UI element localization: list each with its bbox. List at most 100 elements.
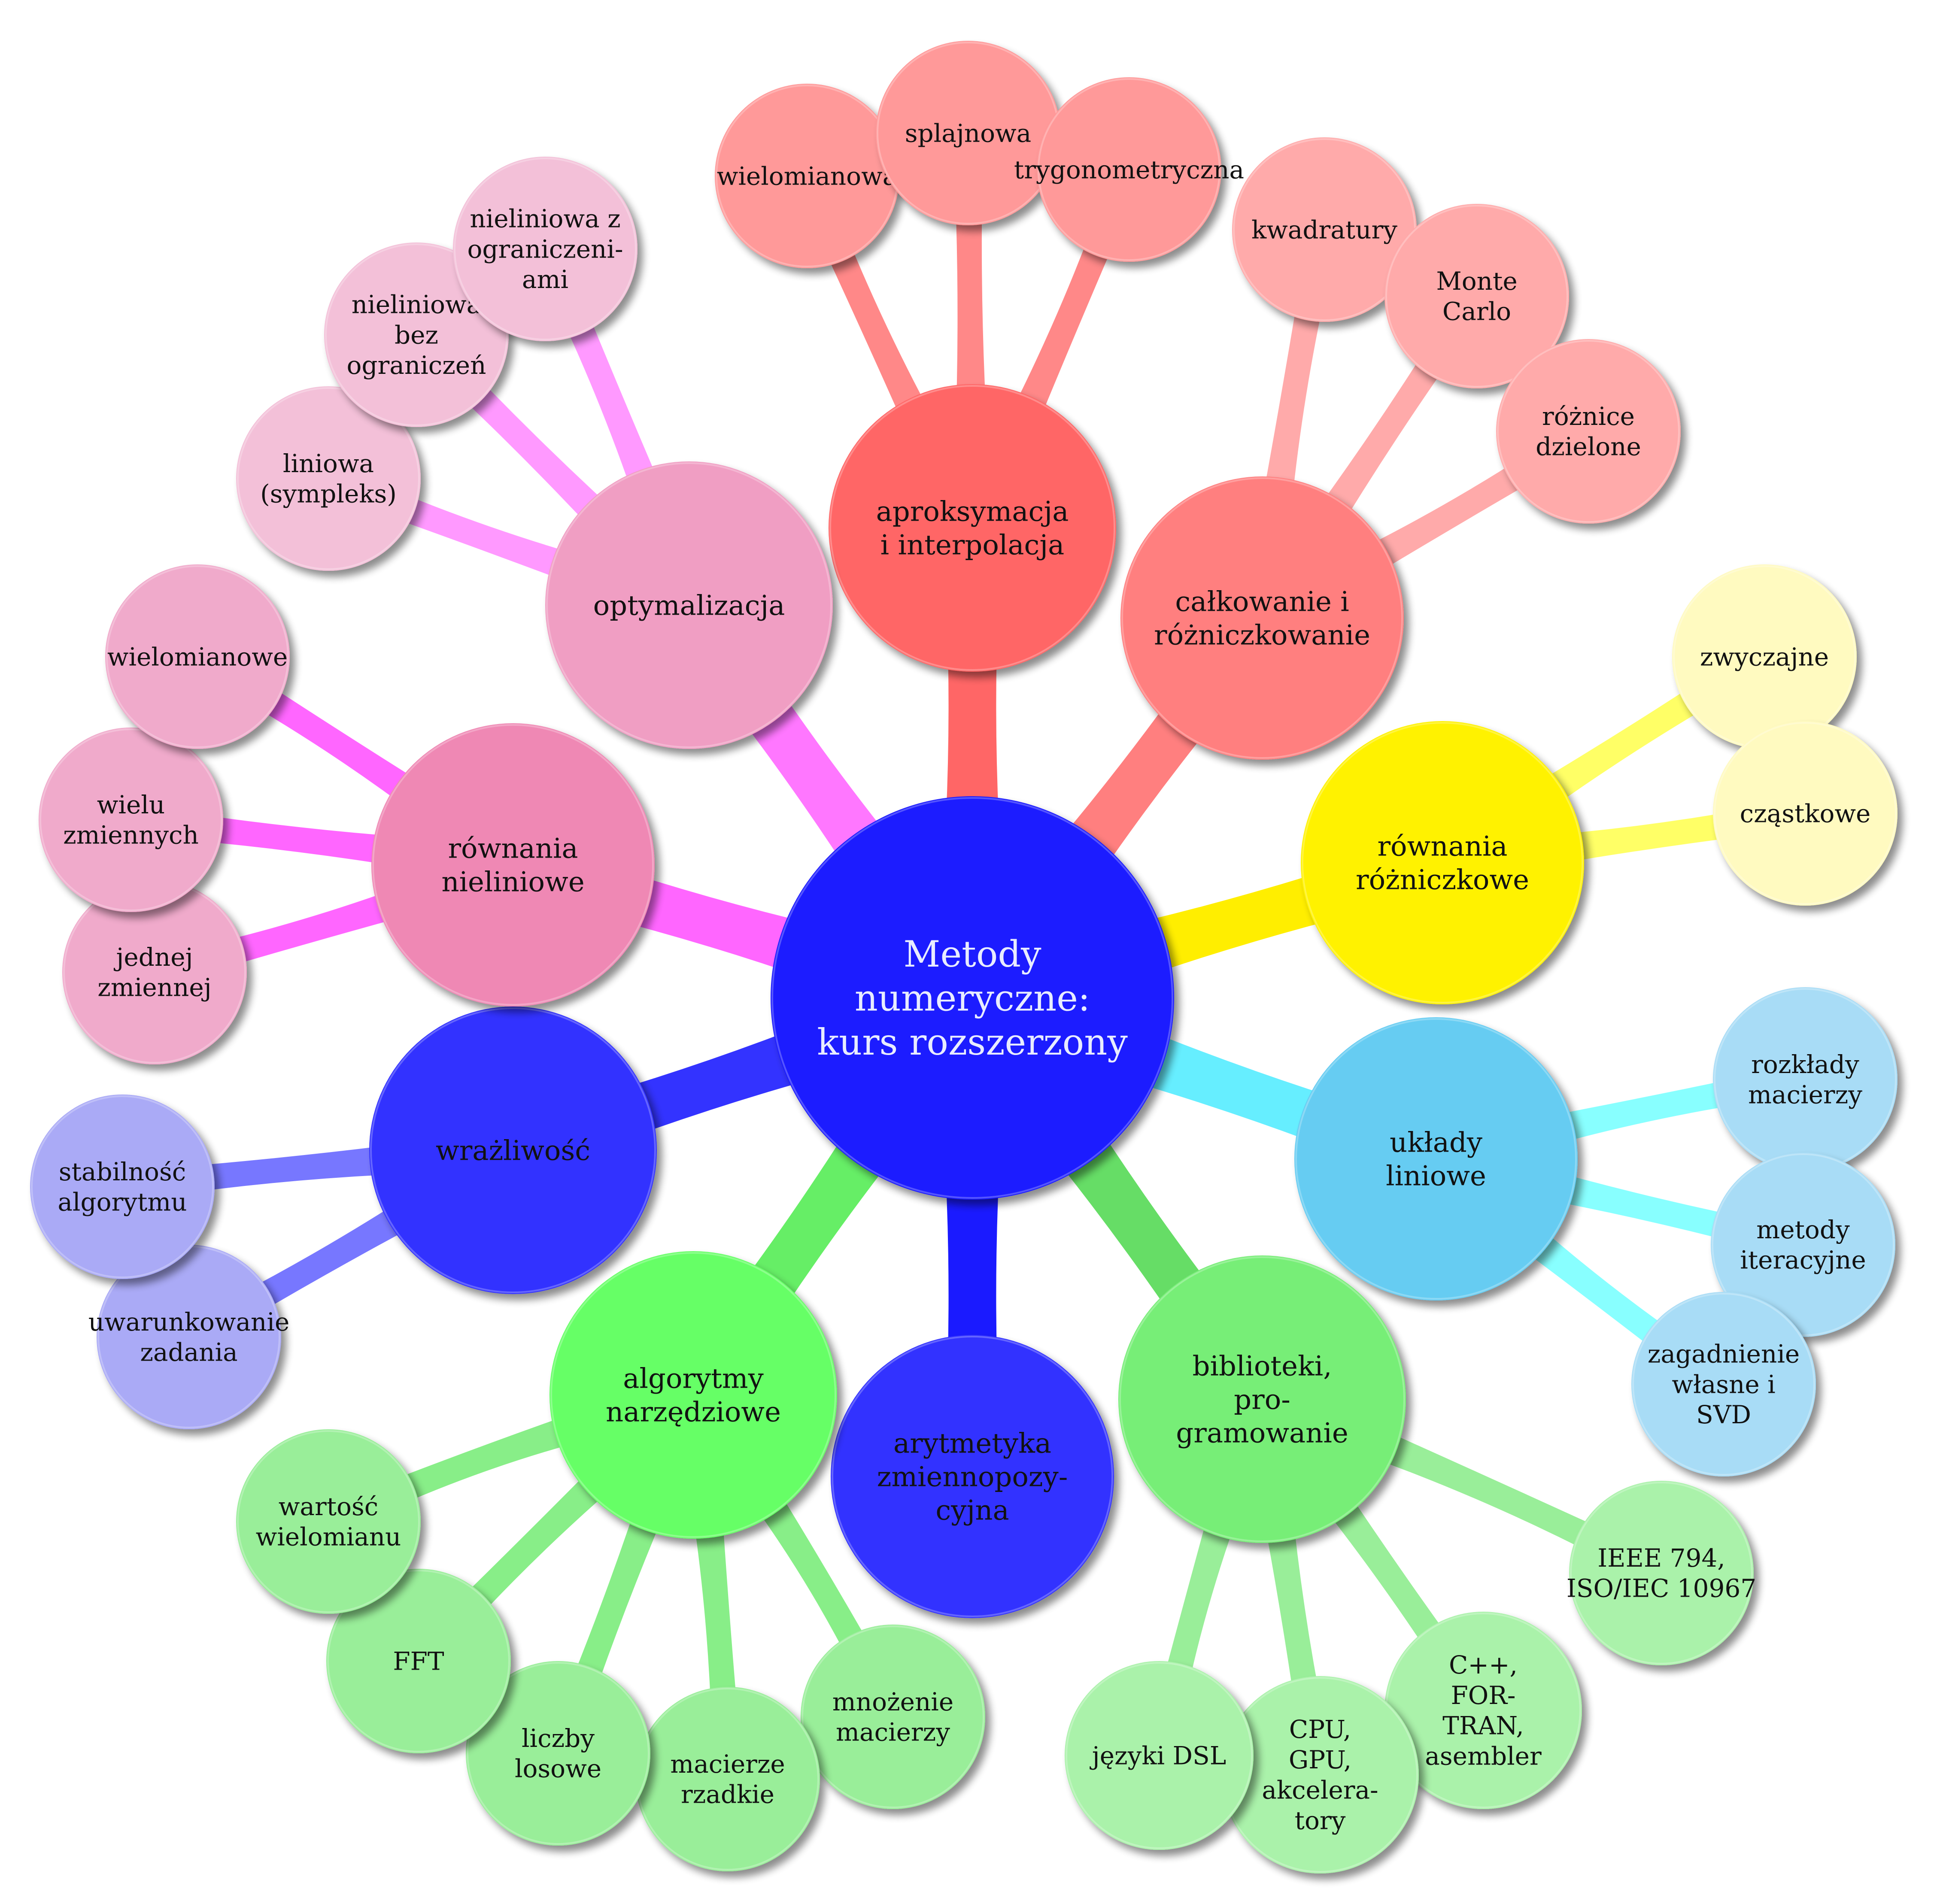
leaf-node-splajnowa[interactable]: splajnowa [876,41,1060,225]
leaf-node-roznice-dzielone-rim [1497,340,1680,523]
leaf-node-cpu-gpu[interactable]: CPU,GPU,akcelera-tory [1221,1676,1419,1874]
branch-node-algorytmy-label-line: narzędziowe [606,1396,781,1428]
leaf-node-czastkowe-rim [1714,722,1897,905]
leaf-node-cpp-fortran-label-line: asembler [1425,1741,1542,1771]
leaf-node-cpp-fortran-label-line: C++, [1449,1650,1518,1680]
leaf-node-wielomianowa[interactable]: wielomianowa [715,84,899,268]
branch-node-algorytmy-rim [550,1252,836,1538]
leaf-node-metody-iteracyjne-label-line: iteracyjne [1740,1246,1866,1275]
leaf-node-czastkowe[interactable]: cząstkowe [1713,721,1898,906]
branch-node-calkowanie-rim [1121,477,1403,759]
leaf-node-wielomianowa-circle [715,84,899,268]
branch-node-aproksymacja-rim [829,385,1115,671]
branch-node-biblioteki[interactable]: biblioteki,pro-gramowanie [1118,1255,1406,1543]
leaf-node-cpu-gpu-circle [1221,1676,1419,1874]
leaf-node-wielomianowa-label-line: wielomianowa [717,161,898,191]
leaf-node-metody-iteracyjne-label-line: metody [1756,1215,1850,1244]
leaf-node-trygonometryczna[interactable]: trygonometryczna [1014,77,1244,262]
branch-node-wrazliwosc-label-line: wrażliwość [436,1135,590,1167]
branch-node-biblioteki-circle [1118,1255,1406,1543]
center-node-label-line: kurs rozszerzony [817,1021,1128,1063]
leaf-node-mnozenie-macierzy-rim [802,1625,984,1808]
leaf-node-cpu-gpu-label-line: GPU, [1289,1745,1351,1774]
leaf-node-rozklady-macierzy-label-line: macierzy [1748,1080,1862,1110]
branch-node-optymalizacja-rim [546,462,832,748]
leaf-node-zagadnienie-wlasne-label-line: zagadnienie [1648,1340,1800,1369]
branch-node-rownania-rozniczkowe-label-line: różniczkowe [1356,864,1529,896]
branch-node-uklady-liniowe-circle [1294,1017,1578,1301]
leaf-node-monte-carlo-label-line: Monte [1436,267,1517,296]
branch-node-arytmetyka-rim [832,1336,1113,1617]
branch-node-optymalizacja[interactable]: optymalizacja [545,461,833,749]
branch-node-arytmetyka-label-line: arytmetyka [893,1428,1051,1459]
branch-node-rownania-rozniczkowe-label-line: równania [1377,831,1507,862]
leaf-node-jezyki-dsl[interactable]: języki DSL [1065,1661,1254,1850]
leaf-node-roznice-dzielone-label-line: dzielone [1536,432,1641,461]
leaf-node-ieee[interactable]: IEEE 794,ISO/IEC 10967 [1567,1481,1756,1665]
leaf-node-liczby-losowe-rim [467,1662,650,1845]
leaf-node-stabilnosc-label-line: algorytmu [58,1188,187,1217]
leaf-node-cpu-gpu-label-line: tory [1295,1806,1346,1835]
leaf-node-jezyki-dsl-label-line: języki DSL [1090,1741,1227,1770]
leaf-node-wartosc-wielomianu-circle [236,1429,421,1614]
branch-node-algorytmy-circle [550,1251,837,1539]
leaf-node-kwadratury[interactable]: kwadratury [1232,137,1417,322]
leaf-node-kwadratury-label-line: kwadratury [1251,215,1397,244]
leaf-node-stabilnosc-rim [31,1095,214,1278]
leaf-node-zwyczajne-label-line: zwyczajne [1700,642,1829,671]
leaf-node-liniowa-sympleks[interactable]: liniowa(sympleks) [236,386,421,571]
branch-node-biblioteki-label-line: pro- [1234,1384,1290,1416]
leaf-node-wielu-zmiennych-rim [39,728,222,911]
leaf-node-trygonometryczna-rim [1038,78,1220,261]
leaf-node-ieee-rim [1570,1482,1753,1664]
leaf-node-cpp-fortran[interactable]: C++,FOR-TRAN,asembler [1384,1612,1582,1809]
leaf-node-fft[interactable]: FFT [326,1569,511,1753]
branch-node-arytmetyka-label-line: zmiennopozy- [877,1461,1068,1493]
branch-node-optymalizacja-circle [545,461,833,749]
leaf-node-wielomianowe[interactable]: wielomianowe [105,564,290,749]
leaf-node-liczby-losowe-label-line: losowe [515,1754,601,1783]
branch-node-arytmetyka-label-line: cyjna [935,1495,1009,1526]
leaf-node-uwarunkowanie-label-line: uwarunkowanie [88,1307,290,1337]
leaf-node-trygonometryczna-circle [1037,77,1221,262]
leaf-node-jednej-zmiennej-label-line: zmiennej [97,973,211,1002]
branch-node-aproksymacja-label-line: aproksymacja [876,496,1069,528]
leaf-node-metody-iteracyjne-circle [1711,1152,1895,1337]
leaf-node-stabilnosc-circle [30,1094,215,1279]
leaf-node-cpp-fortran-label-line: TRAN, [1442,1711,1524,1740]
leaf-node-liczby-losowe-circle [466,1661,650,1846]
branch-node-wrazliwosc[interactable]: wrażliwość [369,1007,657,1294]
leaf-node-nieliniowa-z-rim [454,158,637,340]
leaf-node-wielu-zmiennych-label-line: zmiennych [63,821,199,850]
leaf-node-splajnowa-label-line: splajnowa [905,118,1032,148]
leaf-node-wielu-zmiennych-label-line: wielu [97,790,165,819]
leaf-node-zwyczajne[interactable]: zwyczajne [1672,564,1857,749]
branch-node-aproksymacja-label-line: i interpolacja [880,529,1065,561]
branch-node-calkowanie-circle [1120,476,1404,760]
leaf-node-cpu-gpu-label-line: CPU, [1289,1715,1351,1744]
leaf-node-jednej-zmiennej-circle [62,880,247,1064]
